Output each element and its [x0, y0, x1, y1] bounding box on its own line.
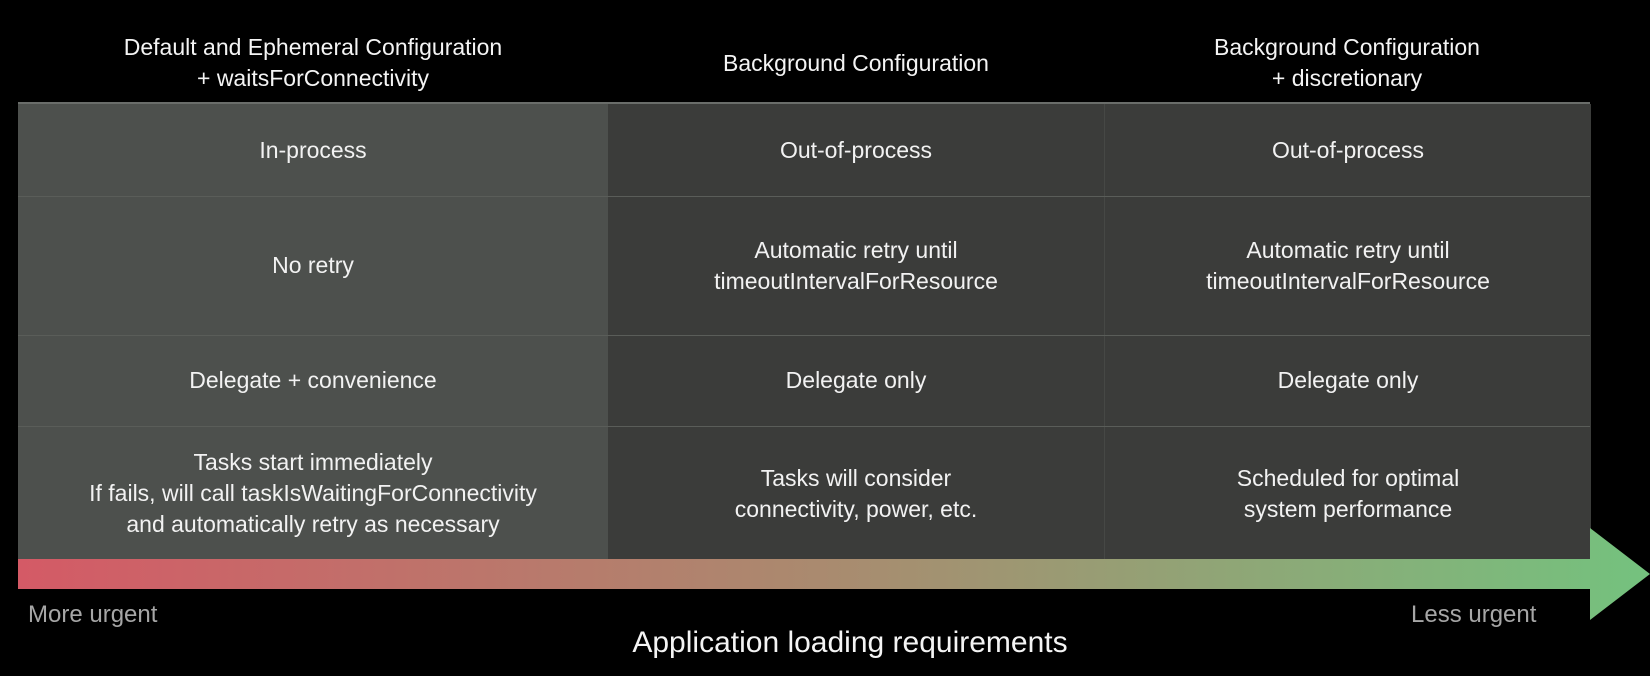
header-line: Background Configuration	[723, 49, 989, 76]
cell-text: Out-of-process	[1271, 136, 1425, 163]
cell-text: No retry	[272, 252, 354, 278]
cell-text: Delegate + convenience	[189, 367, 437, 393]
cell-process: In-process	[18, 104, 608, 196]
column-background-discretionary: Out-of-process Automatic retry until tim…	[1104, 104, 1591, 561]
header-line: + waitsForConnectivity	[197, 65, 429, 91]
axis-title: Application loading requirements	[632, 626, 1068, 659]
header-line: Background Configuration	[1214, 34, 1480, 60]
cell-text: Automatic retry until	[1246, 236, 1450, 263]
row-divider	[18, 196, 1590, 197]
column-header-default-ephemeral: Default and Ephemeral Configuration + wa…	[18, 28, 608, 98]
cell-api: Delegate only	[1105, 335, 1591, 426]
cell-retry: No retry	[18, 196, 608, 335]
column-header-background-discretionary: Background Configuration + discretionary	[1104, 28, 1590, 98]
cell-text: In-process	[259, 136, 367, 163]
urgency-gradient-arrow	[18, 528, 1650, 620]
comparison-table: In-process No retry Delegate + convenien…	[18, 102, 1591, 561]
column-default-ephemeral: In-process No retry Delegate + convenien…	[18, 104, 608, 561]
arrow-shape	[18, 528, 1650, 620]
cell-scheduling: Tasks start immediately If fails, will c…	[18, 426, 608, 561]
header-line: Default and Ephemeral Configuration	[123, 34, 503, 60]
cell-text: Tasks will consider	[760, 464, 952, 491]
cell-retry: Automatic retry until timeoutIntervalFor…	[608, 196, 1104, 335]
cell-text: Out-of-process	[779, 136, 933, 163]
column-background: Out-of-process Automatic retry until tim…	[608, 104, 1104, 561]
cell-text: Delegate only	[1277, 367, 1419, 393]
less-urgent-label: Less urgent	[1411, 601, 1537, 628]
cell-text: Automatic retry until	[754, 236, 958, 263]
cell-text: connectivity, power, etc.	[734, 495, 978, 522]
cell-text: timeoutIntervalForResource	[714, 267, 998, 294]
cell-text: system performance	[1243, 495, 1453, 522]
row-divider	[18, 335, 1590, 336]
cell-text: Delegate only	[785, 367, 927, 393]
cell-process: Out-of-process	[1105, 104, 1591, 196]
cell-retry: Automatic retry until timeoutIntervalFor…	[1105, 196, 1591, 335]
cell-scheduling: Scheduled for optimal system performance	[1105, 426, 1591, 561]
column-header-background: Background Configuration	[608, 28, 1104, 98]
more-urgent-label: More urgent	[28, 601, 158, 628]
cell-api: Delegate only	[608, 335, 1104, 426]
row-divider	[18, 426, 1590, 427]
cell-text: Tasks start immediately	[193, 449, 433, 475]
cell-api: Delegate + convenience	[18, 335, 608, 426]
header-line: + discretionary	[1271, 65, 1423, 91]
cell-process: Out-of-process	[608, 104, 1104, 196]
cell-text: Scheduled for optimal	[1236, 464, 1460, 491]
cell-scheduling: Tasks will consider connectivity, power,…	[608, 426, 1104, 561]
cell-text: If fails, will call taskIsWaitingForConn…	[89, 480, 537, 506]
cell-text: and automatically retry as necessary	[126, 511, 500, 537]
cell-text: timeoutIntervalForResource	[1206, 267, 1490, 294]
